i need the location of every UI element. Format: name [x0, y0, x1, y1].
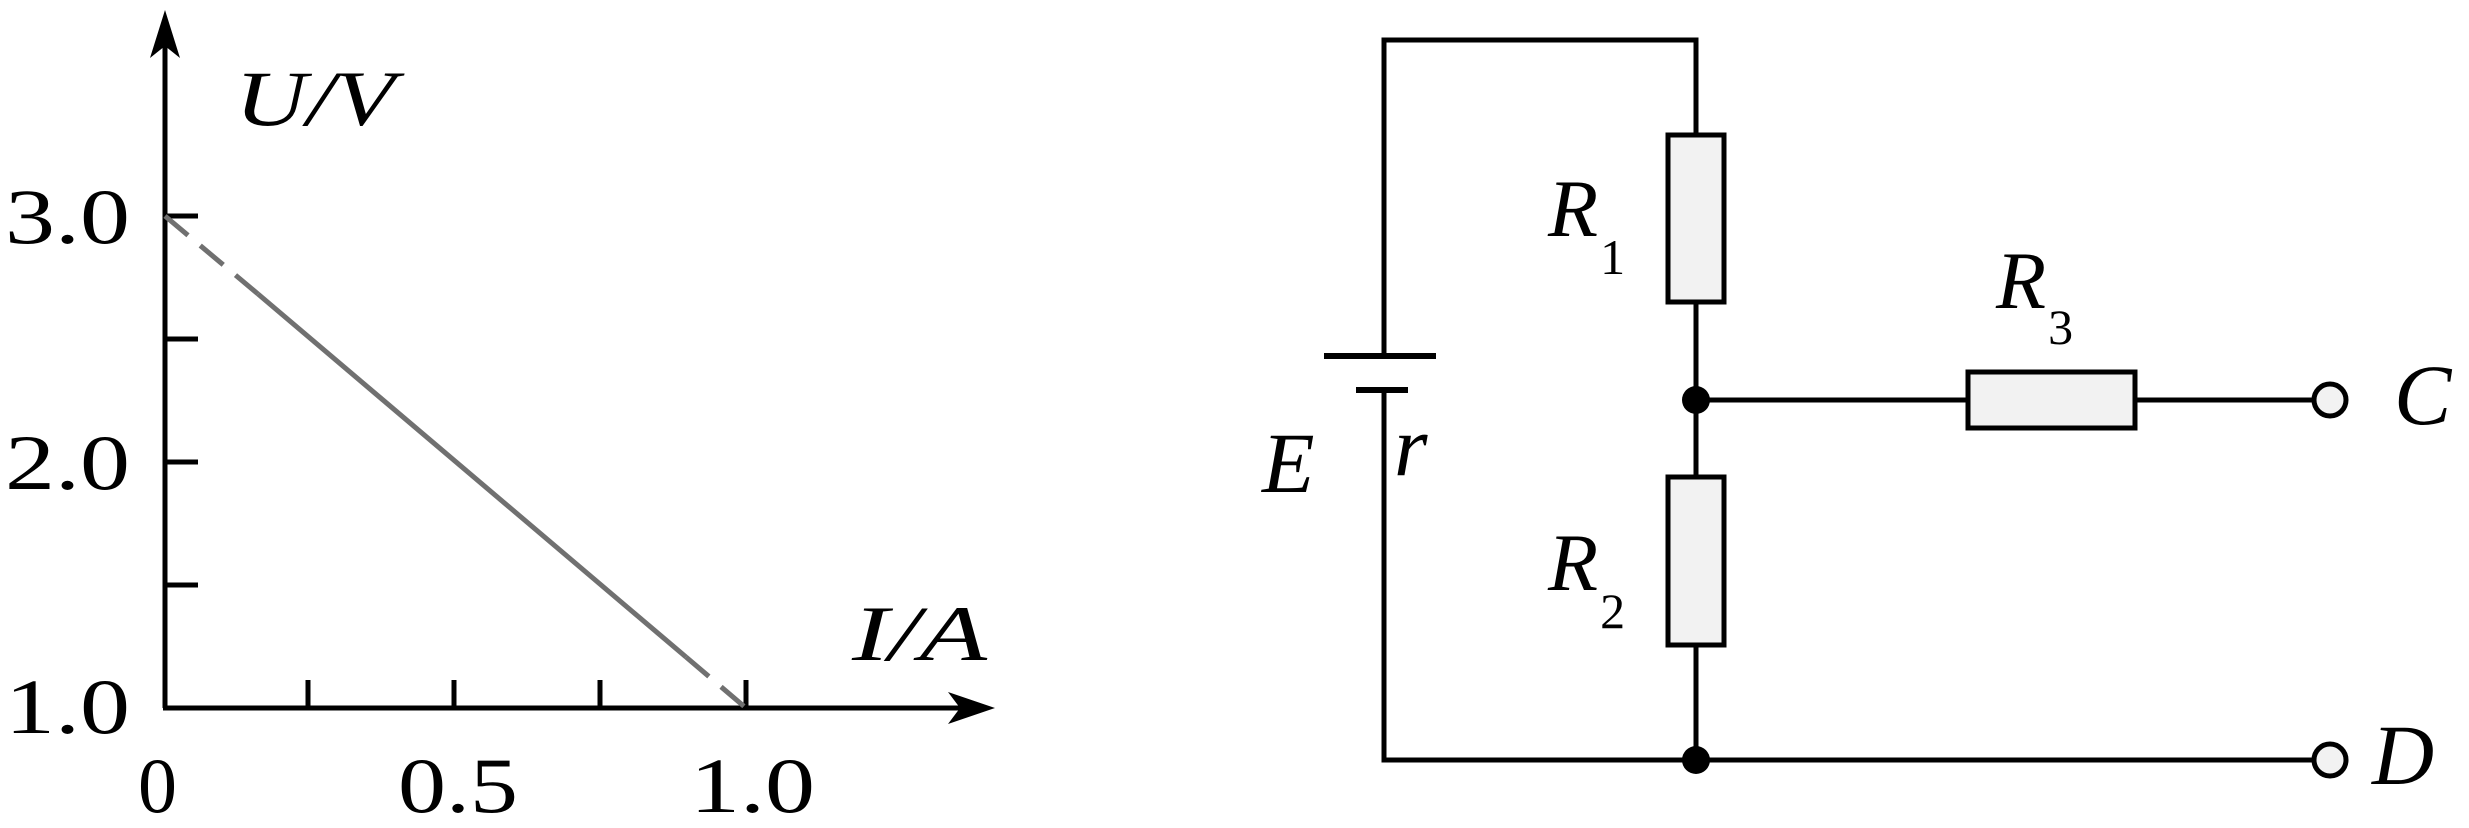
x-tick-label-1.0: 1.0 [690, 742, 815, 828]
terminal-c [2311, 381, 2349, 419]
u-i-graph: U/V I/A 3.0 2.0 1.0 0 0.5 1.0 [5, 10, 995, 828]
terminal-d-label: D [2371, 707, 2434, 803]
r1-symbol: R [1547, 163, 1598, 254]
junction-dot-upper [1682, 386, 1710, 414]
ui-line-solid [256, 292, 688, 659]
resistor-r1 [1665, 132, 1727, 305]
y-tick-label-2.0: 2.0 [5, 419, 130, 506]
r1-subscript: 1 [1600, 229, 1625, 285]
internal-resistance-label: r [1394, 398, 1428, 494]
r3-label: R3 [1995, 235, 2073, 355]
terminal-c-label: C [2394, 347, 2453, 443]
junction-dot-lower [1682, 746, 1710, 774]
circuit-labels: E r R1 R2 R3 C D [1260, 163, 2453, 803]
y-tick-label-3.0: 3.0 [5, 173, 130, 260]
y-axis-label: U/V [235, 55, 406, 142]
r2-symbol: R [1547, 517, 1598, 608]
x-tick-label-0.5: 0.5 [398, 742, 518, 828]
emf-label: E [1260, 415, 1315, 511]
ui-line-dashed-start [163, 214, 260, 296]
wire-top-left [1381, 37, 1699, 356]
y-tick-marks [165, 213, 198, 588]
circuit-diagram [1324, 37, 2349, 779]
resistor-r3 [1965, 369, 2138, 431]
r1-label: R1 [1547, 163, 1625, 285]
resistor-r2 [1665, 474, 1727, 648]
r2-label: R2 [1547, 517, 1625, 639]
y-axis-arrow [150, 10, 180, 58]
x-axis-arrow [948, 692, 995, 724]
terminal-d [2311, 741, 2349, 779]
wire-bottom-left [1381, 390, 2316, 763]
r2-subscript: 2 [1600, 583, 1625, 639]
y-tick-label-1.0: 1.0 [5, 663, 130, 750]
ui-line-dashed-end [684, 655, 748, 710]
x-tick-label-0: 0 [138, 742, 177, 828]
r3-symbol: R [1995, 235, 2046, 326]
x-axis-label: I/A [851, 590, 988, 677]
x-tick-marks [305, 680, 749, 708]
r3-subscript: 3 [2048, 299, 2073, 355]
